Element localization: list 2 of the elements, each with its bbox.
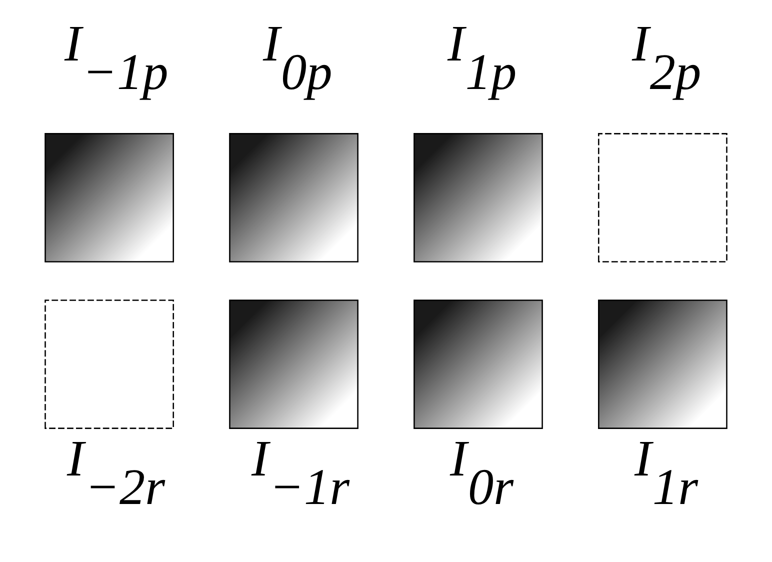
node-box: [44, 300, 174, 429]
node-box: [598, 133, 728, 262]
